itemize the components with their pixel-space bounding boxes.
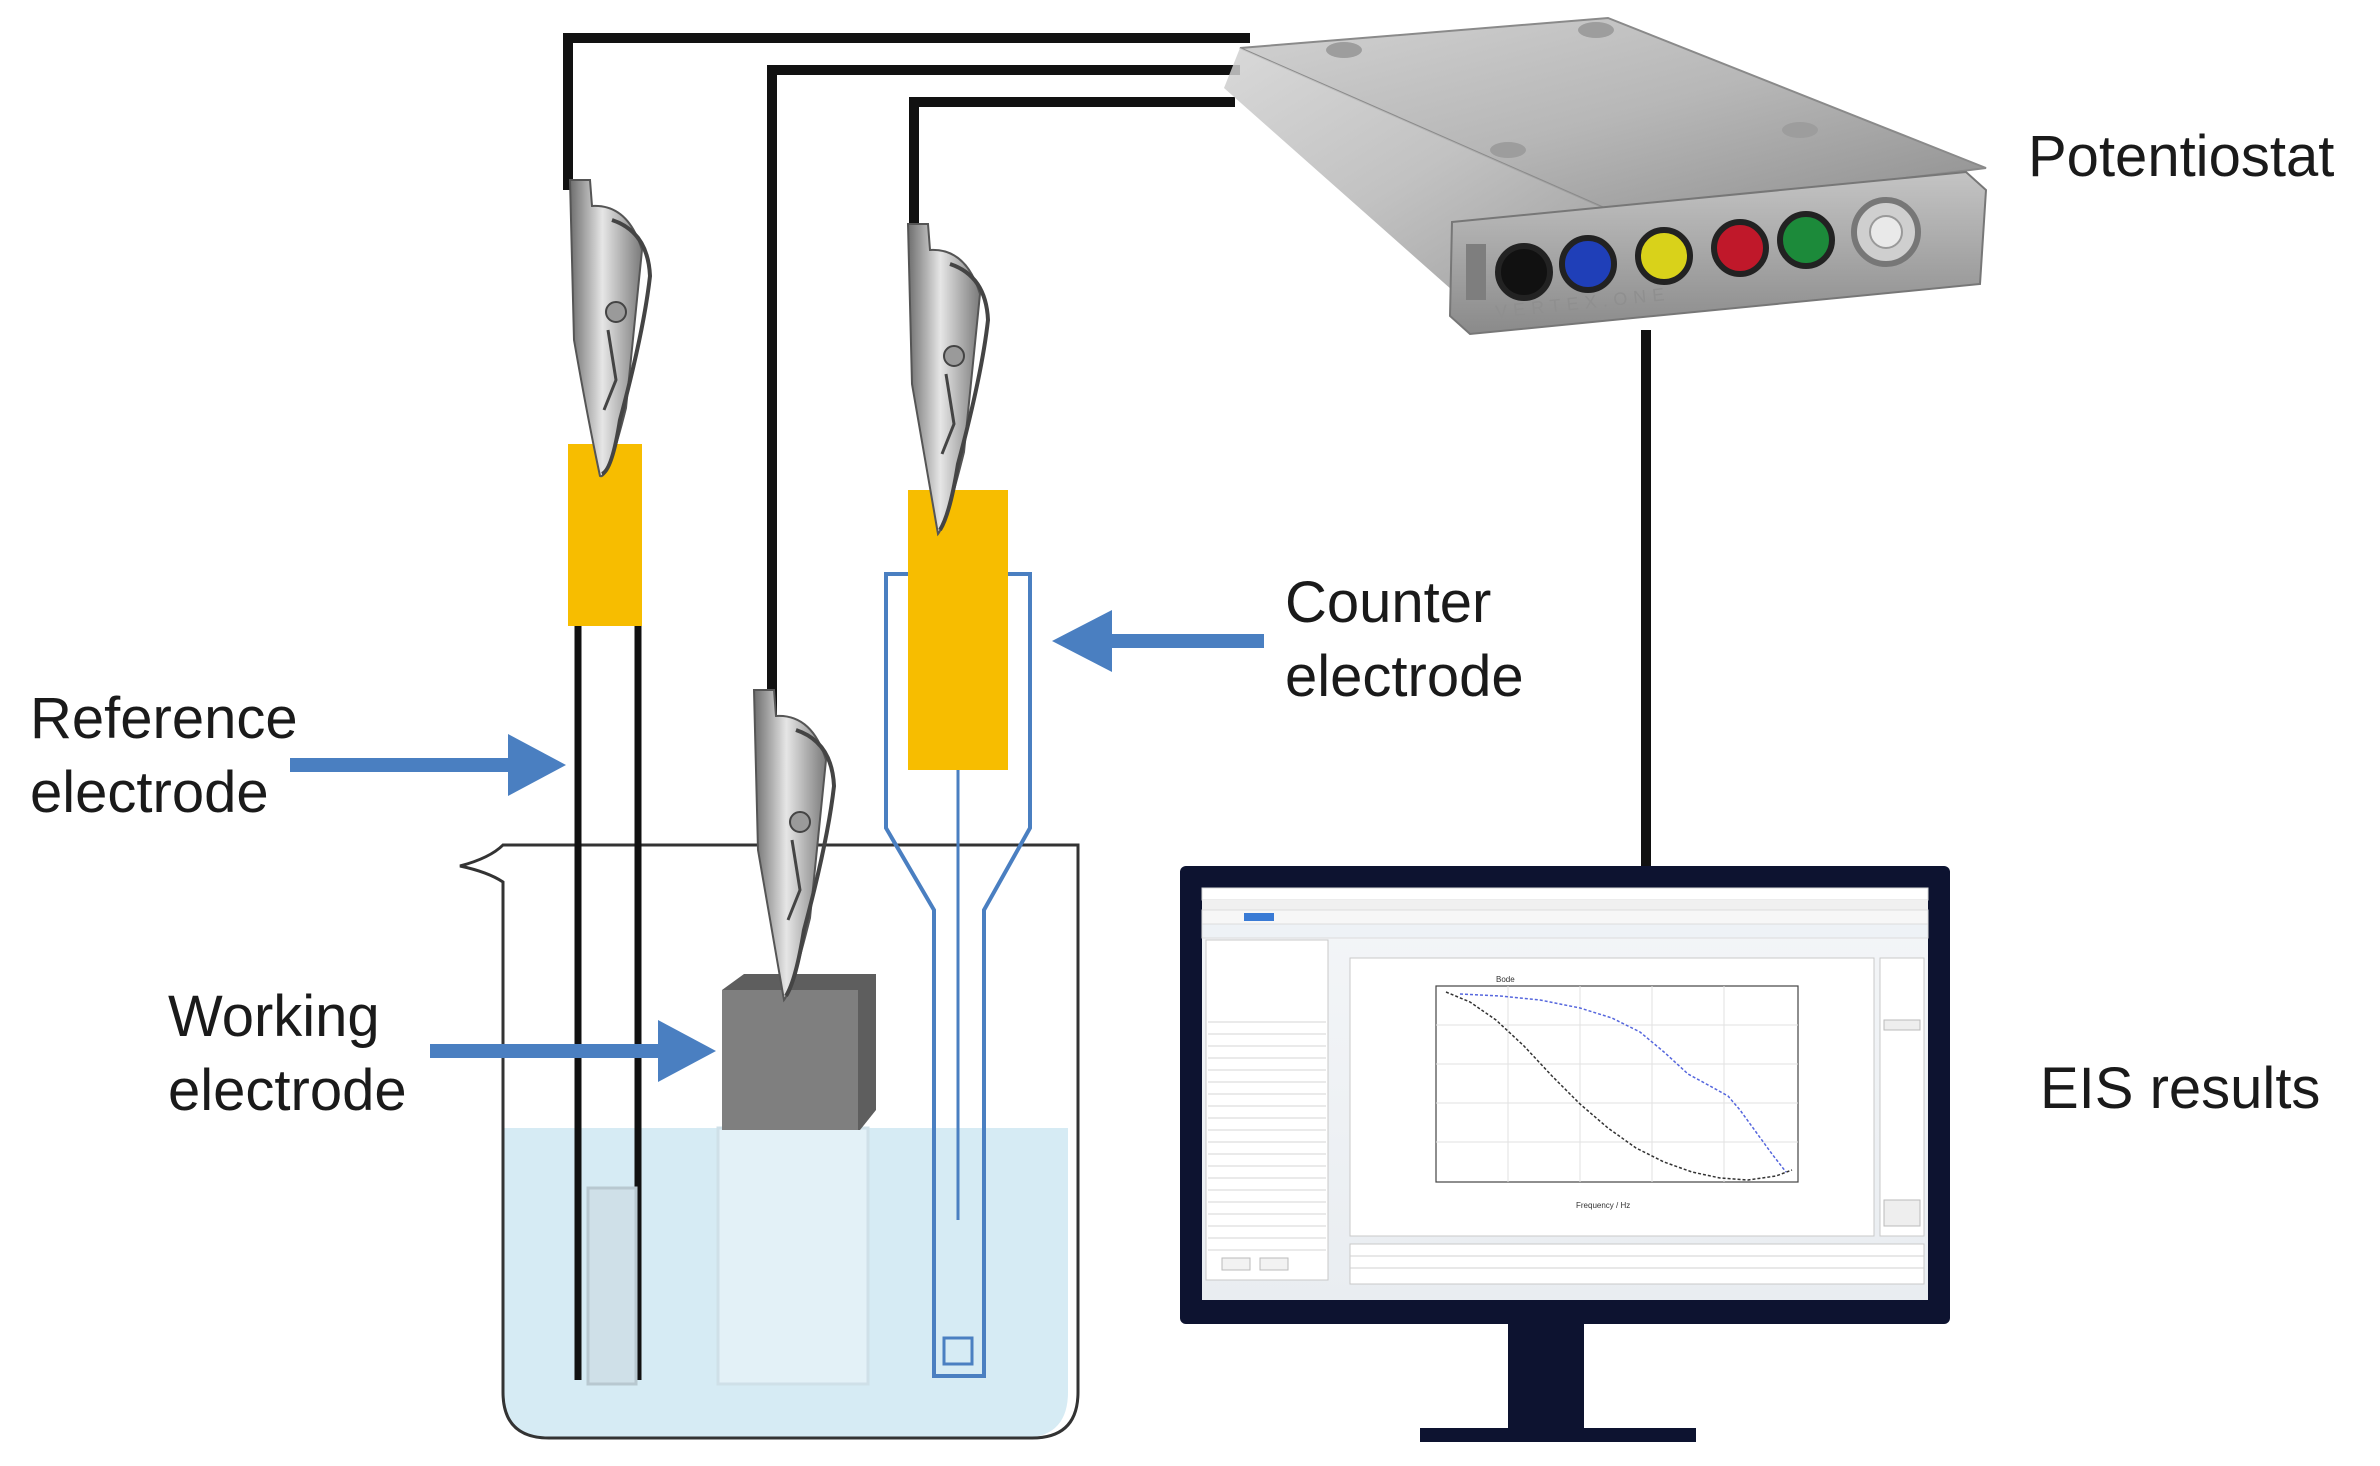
bode-plot: Bode Frequency / Hz [1435,975,1799,1210]
port-4 [1711,219,1769,277]
alligator-clip-working [752,689,837,1003]
port-5 [1777,211,1835,269]
label-working-line1: Working [168,984,380,1049]
clip-pad-counter [908,490,1008,770]
label-counter-electrode: Counter electrode [1285,566,1524,714]
label-eis-text: EIS results [2040,1056,2321,1121]
arrow-reference-icon [290,734,566,796]
label-working-line2: electrode [168,1058,407,1123]
arrow-working-icon [430,1020,716,1082]
glass-tube [884,572,1032,1378]
label-reference-line1: Reference [30,686,298,751]
label-reference-line2: electrode [30,760,269,825]
label-counter-line1: Counter [1285,570,1492,635]
working-electrode [716,974,876,1386]
software-right-panel [1879,957,1925,1237]
alligator-clip-reference [568,179,653,478]
port-2 [1559,235,1617,293]
counter-electrode [884,490,1032,1378]
alligator-clip-counter [906,223,991,537]
wire-reference [563,33,1250,190]
port-3 [1635,227,1693,285]
label-counter-line2: electrode [1285,644,1524,709]
software-left-panel [1205,939,1329,1281]
label-working-electrode: Working electrode [168,980,407,1128]
wire-working [767,65,1240,740]
label-reference-electrode: Reference electrode [30,682,298,830]
reference-electrode [568,444,642,1386]
label-eis-results: EIS results [2040,1052,2320,1126]
impedance-curve [1445,991,1793,1181]
monitor: Bode Frequency / Hz [1180,866,1950,1442]
arrow-counter-icon [1052,610,1264,672]
phase-curve [1459,993,1787,1173]
label-potentiostat-text: Potentiostat [2028,124,2335,189]
potentiostat-device: VERTEX.ONE [1224,16,1988,336]
label-potentiostat: Potentiostat [2028,120,2334,194]
arrows [290,610,1264,1082]
wire-counter [909,97,1235,258]
software-results-table [1349,1243,1925,1285]
working-electrode-block [722,990,858,1130]
beaker-outline [459,843,1080,1440]
svg-text:Frequency / Hz: Frequency / Hz [1576,1201,1630,1210]
svg-text:Bode: Bode [1496,975,1515,984]
wires [563,33,1651,872]
port-1 [1495,243,1553,301]
